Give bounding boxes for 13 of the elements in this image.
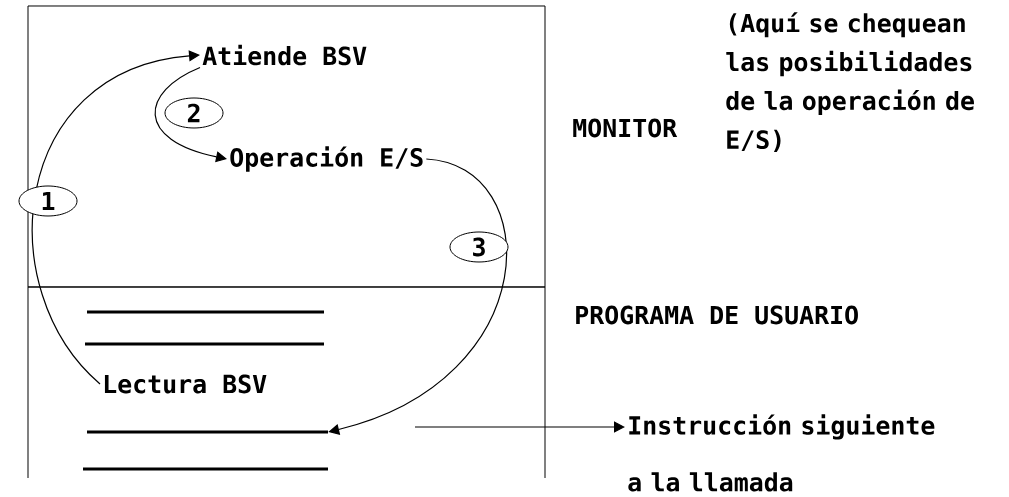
label-text: Lectura BSV [104,374,267,394]
note-text: (Aquí se chequean las posibilidades de la operación de E/S) [726,12,974,152]
arrow [31,50,200,385]
arrow [414,421,625,433]
step-number: 3 [449,231,509,263]
label-text: Atiende BSV [202,44,367,66]
section-heading: MONITOR [573,118,678,138]
arrow [154,66,227,163]
step-number: 1 [18,185,78,217]
arrow [328,158,508,435]
label-text: Instrucción siguiente a la llamada [628,414,935,492]
label-text: Operación E/S [230,146,423,172]
step-number: 2 [164,97,224,129]
